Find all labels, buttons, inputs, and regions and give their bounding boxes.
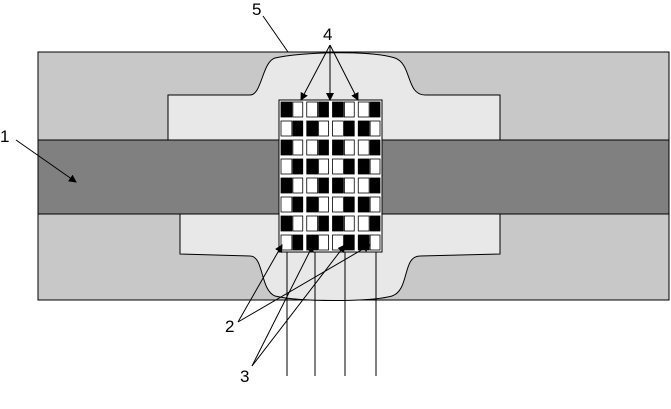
grid-cell	[292, 139, 304, 156]
grid-cell	[280, 177, 293, 194]
grid-cell	[306, 158, 319, 175]
grid-cell	[292, 196, 304, 213]
grid-cell	[332, 196, 344, 213]
grid-cell	[357, 101, 370, 118]
grid-cell	[357, 120, 370, 137]
grid-cell	[318, 120, 329, 137]
grid-cell	[292, 120, 304, 137]
leader-3a	[251, 244, 314, 367]
grid-cell	[343, 234, 355, 251]
grid-cell	[292, 234, 304, 251]
grid-cell	[343, 177, 355, 194]
grid-cell	[343, 196, 355, 213]
grid-cell	[318, 234, 329, 251]
grid-cell	[357, 139, 370, 156]
label-1: 1	[0, 127, 9, 146]
lower-inner-region	[179, 213, 501, 301]
grid-cell	[369, 215, 381, 232]
grid-cell	[280, 101, 293, 118]
grid-cell	[332, 139, 344, 156]
grid-cell	[343, 139, 355, 156]
grid-cell	[306, 177, 319, 194]
grid-cell	[343, 120, 355, 137]
grid-cell	[306, 215, 319, 232]
grid-cell	[318, 177, 329, 194]
grid-cell	[280, 158, 293, 175]
upper-inner-region	[167, 52, 501, 141]
leader-5	[262, 15, 289, 53]
grid-cell	[280, 215, 293, 232]
label-4: 4	[323, 25, 332, 44]
leader-2b	[237, 244, 371, 323]
grid-cell	[332, 101, 344, 118]
grid-cell	[357, 234, 370, 251]
grid-cell	[332, 158, 344, 175]
grid-cell	[292, 158, 304, 175]
grid-cell	[280, 139, 293, 156]
leader-4a	[300, 44, 331, 101]
leader-1	[15, 139, 77, 183]
grid-cell	[369, 120, 381, 137]
grid-cell	[292, 101, 304, 118]
grid-cell	[292, 215, 304, 232]
grid-cell	[343, 215, 355, 232]
grid-cell	[343, 158, 355, 175]
grid-cell	[306, 101, 319, 118]
grid-cell	[357, 158, 370, 175]
grid-cell	[318, 158, 329, 175]
grid-cell	[369, 139, 381, 156]
grid-cell	[369, 177, 381, 194]
grid-cell	[332, 215, 344, 232]
grid-cell	[306, 196, 319, 213]
grid-cell	[369, 158, 381, 175]
grid-cell	[318, 139, 329, 156]
label-2: 2	[225, 317, 234, 336]
grid-cell	[280, 120, 293, 137]
grid-cell	[357, 215, 370, 232]
grid-cell	[280, 234, 293, 251]
grid-cell	[332, 234, 344, 251]
grid-cell	[318, 215, 329, 232]
grid-cell	[369, 234, 381, 251]
grid-cell	[369, 196, 381, 213]
label-5: 5	[252, 0, 261, 19]
grid-cell	[357, 177, 370, 194]
label-3: 3	[240, 367, 249, 386]
grid-cell	[280, 196, 293, 213]
grid-cell	[318, 196, 329, 213]
grid-cell	[332, 120, 344, 137]
grid-cell	[332, 177, 344, 194]
grid-cell	[306, 234, 319, 251]
grid-cell	[357, 196, 370, 213]
grid-cell	[369, 101, 381, 118]
grid-cell	[292, 177, 304, 194]
leader-4c	[329, 44, 359, 101]
grid-cell	[306, 139, 319, 156]
grid-cell	[306, 120, 319, 137]
checker-grid	[278, 99, 383, 253]
grid-cell	[318, 101, 329, 118]
leader-2a	[237, 244, 283, 323]
leader-3b	[251, 244, 346, 367]
grid-cell	[343, 101, 355, 118]
